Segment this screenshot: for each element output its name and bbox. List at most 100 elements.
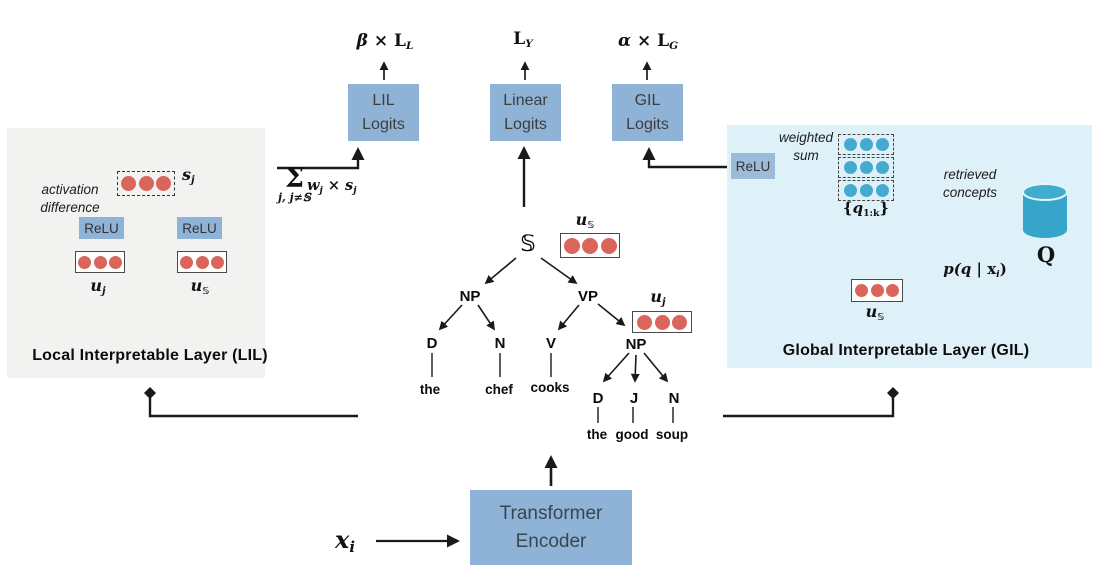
tree-uj-base: u: [650, 287, 663, 306]
us-embedding-box: [177, 251, 227, 273]
gil-us-sub: 𝕊: [877, 311, 885, 323]
edge-vp-v: [557, 304, 580, 331]
linear-logits-box: Linear Logits: [490, 84, 561, 141]
q1k-label: {q1:k}: [843, 199, 889, 219]
tree-node-v: V: [545, 335, 557, 352]
loss-label-main: LY: [513, 29, 533, 51]
q1k-base: q: [852, 199, 864, 217]
tree-us-base: u: [575, 210, 588, 229]
dot: [855, 284, 868, 297]
tree-node-d1: D: [426, 335, 438, 352]
edge-vp-np2: [597, 303, 626, 327]
uj-sub: j: [102, 285, 106, 297]
activation-difference-note: activation difference: [40, 182, 100, 215]
tree-node-np2: NP: [625, 336, 647, 353]
gil-panel-title: Global Interpretable Layer (GIL): [782, 342, 1030, 359]
edge-np1-d1: [438, 304, 463, 331]
pq-label: p(q | xi): [943, 260, 1007, 280]
dot: [672, 314, 687, 330]
dot: [654, 314, 670, 330]
sum-w-sub: j: [319, 185, 323, 196]
dot: [121, 176, 136, 191]
sigma-symbol: Σ: [284, 163, 304, 194]
tree-node-n2: N: [668, 390, 680, 407]
loss-gil-coef: α ×: [617, 31, 652, 51]
tree-us-embedding-box: [560, 233, 620, 258]
pq-sub: i: [996, 268, 1000, 280]
tree-uj-label: uj: [650, 287, 666, 308]
dot: [875, 161, 889, 174]
us-label: u𝕊: [190, 276, 210, 297]
tree-uj-sub: j: [662, 296, 666, 308]
connector-to-lil-panel: [144, 387, 358, 418]
loss-main-base: L: [513, 29, 526, 49]
q1k-sub: 1:k: [863, 207, 880, 219]
edge-np2-n2: [643, 352, 669, 383]
gil-relu-box: ReLU: [731, 153, 775, 179]
dot: [563, 237, 580, 254]
dot: [859, 161, 873, 174]
dot: [870, 284, 884, 297]
lil-relu-left-box: ReLU: [79, 217, 124, 239]
dot: [859, 184, 873, 197]
loss-gil-sub: G: [669, 40, 679, 53]
loss-gil-base: L: [657, 31, 670, 51]
tree-root-s: 𝕊: [520, 232, 536, 257]
connector-to-gil-panel: [723, 387, 899, 418]
sj-base: s: [182, 165, 192, 184]
lil-relu-right-box: ReLU: [177, 217, 222, 239]
gil-us-label: u𝕊: [865, 302, 885, 323]
tree-us-sub: 𝕊: [587, 219, 595, 231]
dot: [875, 184, 889, 197]
concept-row: [838, 157, 894, 178]
loss-main-sub: Y: [525, 38, 533, 51]
gil-us-base: u: [865, 302, 878, 321]
sj-embedding-box: [117, 171, 175, 196]
retrieved-concepts-note: retrieved concepts: [942, 167, 998, 200]
dot: [843, 138, 857, 151]
tree-node-vp: VP: [577, 288, 599, 305]
concept-row: [838, 134, 894, 155]
weighted-sum-note: weighted sum: [778, 130, 834, 163]
tree-word-the2: the: [586, 427, 608, 442]
sum-expression: wj × sj: [307, 177, 356, 196]
sum-formula: Σ j, j≠𝕊: [278, 163, 311, 204]
lil-logits-box: LIL Logits: [348, 84, 419, 141]
dot: [637, 314, 652, 330]
edge-np2-j2: [630, 354, 640, 383]
tree-node-j2: J: [629, 390, 639, 407]
loss-lil-base: L: [394, 31, 406, 51]
tree-node-np1: NP: [459, 288, 481, 305]
edge-np1-n1: [477, 304, 495, 331]
tree-word-the1: the: [419, 382, 441, 397]
transformer-encoder-box: Transformer Encoder: [470, 490, 632, 565]
gil-us-embedding-box: [851, 279, 903, 302]
dot: [180, 255, 193, 269]
dot: [138, 176, 154, 191]
dot: [843, 184, 857, 197]
loss-lil-sub: L: [405, 40, 414, 53]
tree-uj-embedding-box: [632, 311, 692, 333]
edge-np2-d2: [602, 352, 630, 383]
x-base: x: [335, 525, 350, 554]
us-base: u: [190, 276, 203, 295]
dot: [843, 161, 857, 174]
gil-logits-box: GIL Logits: [612, 84, 683, 141]
loss-lil-coef: β ×: [356, 31, 389, 51]
dot: [195, 255, 209, 269]
lil-panel-title: Local Interpretable Layer (LIL): [32, 347, 268, 364]
database-label: Q: [1036, 242, 1056, 267]
tree-word-chef: chef: [485, 382, 513, 397]
dot: [600, 237, 617, 254]
dot: [875, 138, 889, 151]
dot: [93, 255, 107, 269]
loss-label-gil: α × LG: [617, 31, 679, 53]
uj-label: uj: [90, 276, 106, 297]
tree-word-cooks: cooks: [530, 380, 570, 395]
dot: [156, 176, 171, 191]
dot: [582, 237, 598, 254]
uj-embedding-box: [75, 251, 125, 273]
dot: [78, 255, 91, 269]
concept-row: [838, 180, 894, 201]
